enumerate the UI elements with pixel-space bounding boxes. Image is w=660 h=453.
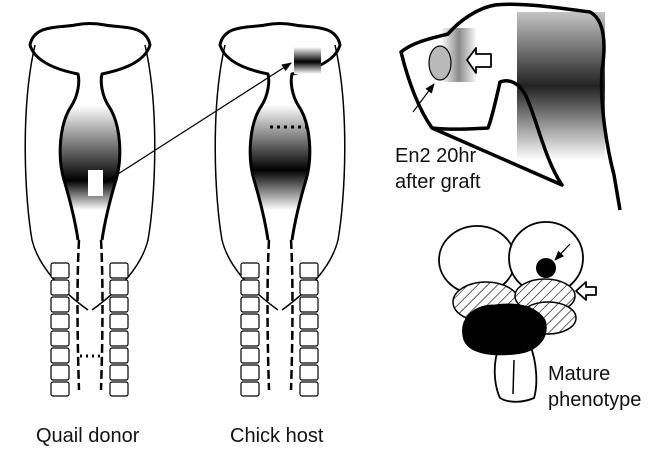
chick-host-label: Chick host [230,425,324,447]
donor-spinal-cord [78,240,103,390]
mature-ectopic-dot [536,258,556,278]
host-somites-left [241,263,259,396]
en2-label-line1: En2 20hr [395,145,477,167]
en2-label-line2: after graft [395,171,481,193]
donor-somites-right [110,263,128,396]
donor-graft-site [88,170,103,196]
host-graft-square [294,47,321,74]
en2-graft-ellipse [429,46,451,80]
mature-open-arrow-icon [576,282,596,300]
en2-gray-band [517,12,605,160]
host-somites-right [300,263,318,396]
quail-donor-label: Quail donor [36,425,140,447]
host-spinal-cord [268,240,293,390]
mature-label-line1: Mature [548,363,610,385]
chick-host-embryo [215,24,345,397]
mature-cerebellum [463,304,547,355]
quail-donor-embryo [25,24,155,397]
mature-stalk-groove [513,360,514,394]
donor-somites-left [51,263,69,396]
mature-label-line2: phenotype [548,389,641,411]
